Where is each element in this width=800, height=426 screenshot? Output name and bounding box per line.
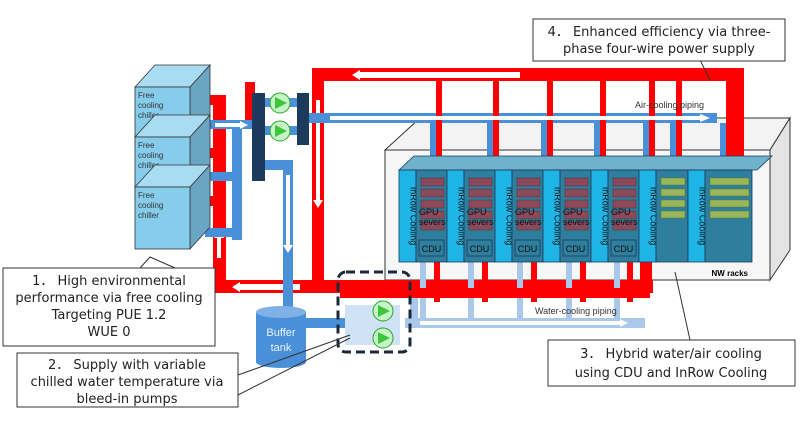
callout-text: 4． Enhanced efficiency via three- xyxy=(548,25,771,40)
cdu-unit xyxy=(418,239,445,257)
cdu-unit xyxy=(562,239,589,257)
chiller-label: chiller xyxy=(138,161,159,170)
cdu-label: CDU xyxy=(422,244,442,254)
chiller-label: chiller xyxy=(138,111,159,120)
inrow-cooling-label: InRow Cooling xyxy=(457,187,467,246)
pump-icon xyxy=(372,327,394,349)
callout-text: chilled water temperature via xyxy=(31,375,224,390)
chiller-label: cooling xyxy=(138,201,163,210)
gpu-servers-label: severs xyxy=(515,217,542,227)
inrow-cooling-label: InRow Cooling xyxy=(505,187,515,246)
pump-icon xyxy=(269,92,291,114)
buffer-tank: Buffer tank xyxy=(256,306,306,368)
callout-text: 2． Supply with variable xyxy=(48,358,206,373)
chiller-label: cooling xyxy=(138,151,163,160)
chiller-stack: FreecoolingchillerFreecoolingchillerFree… xyxy=(134,63,211,251)
chilled-flow-arrows xyxy=(215,114,710,253)
callout-text: phase four-wire power supply xyxy=(563,42,755,57)
pump-icon xyxy=(372,300,394,322)
inrow-cooling-label: InRow Cooling xyxy=(601,187,611,246)
callout-text: Targeting PUE 1.2 xyxy=(51,308,167,323)
callout-text: 1． High environmental xyxy=(32,274,186,289)
rack-hot-risers xyxy=(436,81,732,163)
water-cooling-piping-label: Water-cooling piping xyxy=(535,306,617,316)
cdu-return-risers xyxy=(340,262,650,302)
chiller-label: Free xyxy=(138,91,155,100)
chiller-label: Free xyxy=(138,191,155,200)
callout-text: bleed-in pumps xyxy=(77,392,178,407)
bleed-in-pump-group xyxy=(336,270,412,354)
nw-racks-label: NW racks xyxy=(712,269,749,278)
header-manifold-right xyxy=(297,93,309,145)
cdu-label: CDU xyxy=(518,244,538,254)
inrow-cooling-unit: InRow Cooling xyxy=(638,169,659,263)
callout-leaders xyxy=(139,59,711,396)
gpu-servers-label: GPU xyxy=(467,207,487,217)
chiller-label: chiller xyxy=(138,211,159,220)
nw-rack xyxy=(704,169,753,263)
buffer-tank-label: Buffer xyxy=(266,327,295,339)
inrow-cooling-unit: InRow Cooling xyxy=(494,169,515,263)
cdu-label: CDU xyxy=(614,244,634,254)
water-flow-arrows xyxy=(420,319,628,327)
header-manifold-left xyxy=(252,93,265,181)
callout-3: 3． Hybrid water/air cooling using CDU an… xyxy=(547,339,796,387)
rack-top xyxy=(397,155,774,171)
callout-4: 4． Enhanced efficiency via three- phase … xyxy=(532,18,786,62)
cdu-unit xyxy=(610,239,637,257)
inrow-cooling-label: InRow Cooling xyxy=(698,187,708,246)
chiller-label: cooling xyxy=(138,101,163,110)
callout-text: using CDU and InRow Cooling xyxy=(575,366,768,381)
inrow-cooling-label: InRow Cooling xyxy=(409,187,419,246)
callout-text: WUE 0 xyxy=(88,325,131,340)
gpu-servers-label: GPU xyxy=(563,207,583,217)
air-cooling-piping-label: Air-cooling piping xyxy=(635,100,704,110)
gpu-servers-label: GPU xyxy=(515,207,535,217)
cdu-label: CDU xyxy=(470,244,490,254)
buffer-tank-label: tank xyxy=(271,342,292,354)
cdu-unit xyxy=(514,239,541,257)
callout-text: performance via free cooling xyxy=(15,291,202,306)
inrow-cooling-unit: InRow Cooling xyxy=(687,169,708,263)
gpu-servers-label: severs xyxy=(563,217,590,227)
chiller-label: Free xyxy=(138,141,155,150)
cdu-label: CDU xyxy=(566,244,586,254)
inrow-cooling-label: InRow Cooling xyxy=(553,187,563,246)
inrow-cooling-unit: InRow Cooling xyxy=(398,169,419,263)
inrow-cooling-label: InRow Cooling xyxy=(649,187,659,246)
cdu-unit xyxy=(466,239,493,257)
pump-icon xyxy=(269,120,291,142)
inrow-cooling-unit: InRow Cooling xyxy=(446,169,467,263)
callout-2: 2． Supply with variable chilled water te… xyxy=(16,352,239,408)
inrow-cooling-unit: InRow Cooling xyxy=(542,169,563,263)
callout-1: 1． High environmental performance via fr… xyxy=(2,267,216,347)
gpu-servers-label: severs xyxy=(611,217,638,227)
gpu-servers-label: severs xyxy=(419,217,446,227)
nw-rack xyxy=(655,169,689,263)
callout-text: 3． Hybrid water/air cooling xyxy=(580,347,762,362)
gpu-servers-label: severs xyxy=(467,217,494,227)
inrow-cooling-unit: InRow Cooling xyxy=(590,169,611,263)
hot-water-piping xyxy=(205,68,744,293)
gpu-servers-label: GPU xyxy=(419,207,439,217)
gpu-servers-label: GPU xyxy=(611,207,631,217)
